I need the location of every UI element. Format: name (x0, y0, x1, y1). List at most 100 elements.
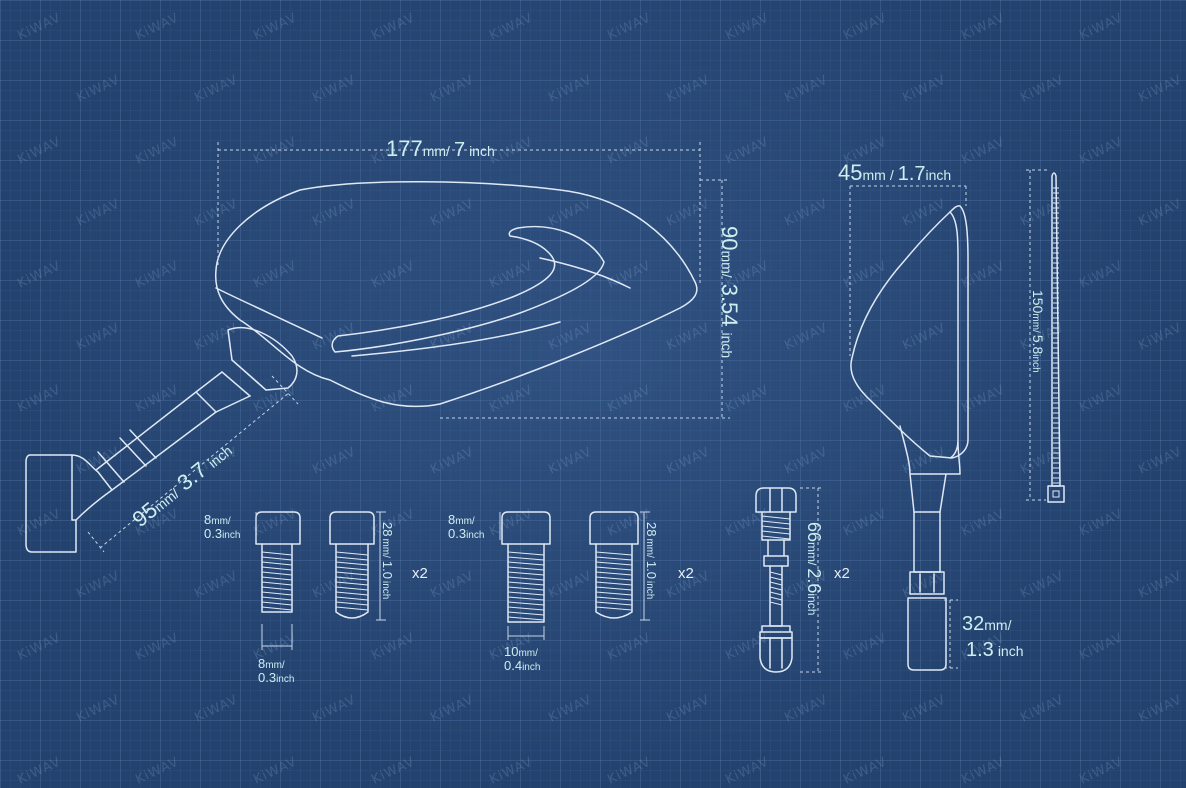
watermark-text: KiWAV (15, 382, 63, 415)
watermark-text: KiWAV (428, 444, 476, 477)
cable-tie: 150mm/5.8inch (1026, 169, 1065, 503)
watermark-text: KiWAV (192, 196, 240, 229)
watermark-text: KiWAV (133, 754, 181, 787)
dimension-height: 90mm/3.54inch (440, 179, 742, 419)
watermark-text: KiWAV (251, 382, 299, 415)
thread-line (769, 571, 783, 576)
thread-line (595, 556, 633, 561)
thread-line (507, 616, 545, 621)
side-collar (909, 571, 945, 595)
bolt2-quantity: x2 (678, 565, 694, 582)
watermark-text: KiWAV (841, 754, 889, 787)
watermark-text: KiWAV (310, 72, 358, 105)
thread-line (769, 581, 783, 586)
thread-line (769, 601, 783, 606)
watermark-text: KiWAV (900, 196, 948, 229)
watermark-text: KiWAV (1077, 10, 1125, 43)
thread-line (507, 551, 545, 556)
bolt-c (501, 511, 551, 623)
thread-line (769, 596, 783, 601)
watermark-text: KiWAV (900, 692, 948, 725)
watermark-text: KiWAV (1077, 258, 1125, 291)
watermark-text: KiWAV (1136, 692, 1184, 725)
thread-line (335, 571, 369, 576)
thread-line (595, 571, 633, 576)
watermark-text: KiWAV (546, 692, 594, 725)
watermark-text: KiWAV (133, 134, 181, 167)
watermark-text: KiWAV (428, 568, 476, 601)
watermark-text: KiWAV (782, 196, 830, 229)
watermark-text: KiWAV (605, 754, 653, 787)
watermark-text: KiWAV (369, 10, 417, 43)
side-base (907, 597, 947, 671)
mirror-accent-groove (331, 225, 605, 353)
watermark-text: KiWAV (959, 10, 1007, 43)
bolt1-head-label: 8mm/ (204, 512, 231, 527)
watermark-text: KiWAV (1077, 506, 1125, 539)
watermark-text: KiWAV (0, 196, 5, 229)
watermark-text: KiWAV (15, 754, 63, 787)
bolt-set-2: 8mm/ 0.3inch 28mm/1.0inch x2 10mm/ 0.4in… (448, 511, 694, 673)
watermark-text: KiWAV (959, 258, 1007, 291)
watermark-text: KiWAV (0, 568, 5, 601)
watermark-text: KiWAV (74, 320, 122, 353)
watermark-text: KiWAV (900, 568, 948, 601)
thread-line (595, 576, 633, 581)
watermark-text: KiWAV (487, 258, 535, 291)
watermark-text: KiWAV (723, 134, 771, 167)
watermark-text: KiWAV (1136, 444, 1184, 477)
bolt2-thread-label: 10mm/ (504, 644, 538, 659)
watermark-text: KiWAV (959, 382, 1007, 415)
watermark-text: KiWAV (900, 320, 948, 353)
watermark-text: KiWAV (546, 444, 594, 477)
watermark-text: KiWAV (251, 258, 299, 291)
bolt1-length-label: 28mm/1.0inch (380, 522, 395, 599)
watermark-text: KiWAV (959, 506, 1007, 539)
thread-line (261, 606, 293, 611)
thread-line (595, 586, 633, 591)
watermark-text: KiWAV (192, 72, 240, 105)
watermark-text: KiWAV (782, 692, 830, 725)
watermark-text: KiWAV (428, 72, 476, 105)
mirror-front-view (25, 180, 698, 553)
watermark-text: KiWAV (1136, 196, 1184, 229)
watermark-text: KiWAV (664, 320, 712, 353)
thread-line (261, 561, 293, 566)
adapter-nut-bottom (759, 637, 793, 673)
watermark-text: KiWAV (251, 754, 299, 787)
mirror-stem-sleeve (97, 391, 217, 483)
thread-line (335, 551, 369, 556)
adapter-length-label: 66mm/2.6inch (804, 522, 824, 615)
watermark-text: KiWAV (841, 258, 889, 291)
watermark-text: KiWAV (310, 320, 358, 353)
watermark-text: KiWAV (723, 10, 771, 43)
thread-line (507, 556, 545, 561)
watermark-text: KiWAV (900, 72, 948, 105)
watermark-text: KiWAV (782, 72, 830, 105)
bolt1-head-label-2: 0.3inch (204, 526, 240, 541)
bolt2-head-label-2: 0.3inch (448, 526, 484, 541)
watermark-text: KiWAV (782, 320, 830, 353)
watermark-text: KiWAV (133, 630, 181, 663)
thread-line (595, 601, 633, 606)
watermark-text: KiWAV (74, 72, 122, 105)
thread-line (595, 551, 633, 556)
mirror-front-edge (215, 287, 323, 339)
thread-line (507, 596, 545, 601)
tie-length-label: 150mm/5.8inch (1030, 290, 1046, 373)
watermark-text: KiWAV (487, 754, 535, 787)
watermark-text: KiWAV (15, 630, 63, 663)
mirror-joint (221, 359, 267, 397)
watermark-text: KiWAV (369, 754, 417, 787)
thread-line (769, 591, 783, 596)
thread-line (335, 586, 369, 591)
watermark-text: KiWAV (664, 196, 712, 229)
thread-line (335, 566, 369, 571)
bolt-a (255, 511, 301, 613)
watermark-text: KiWAV (310, 196, 358, 229)
thread-line (507, 601, 545, 606)
watermark-text: KiWAV (1018, 196, 1066, 229)
